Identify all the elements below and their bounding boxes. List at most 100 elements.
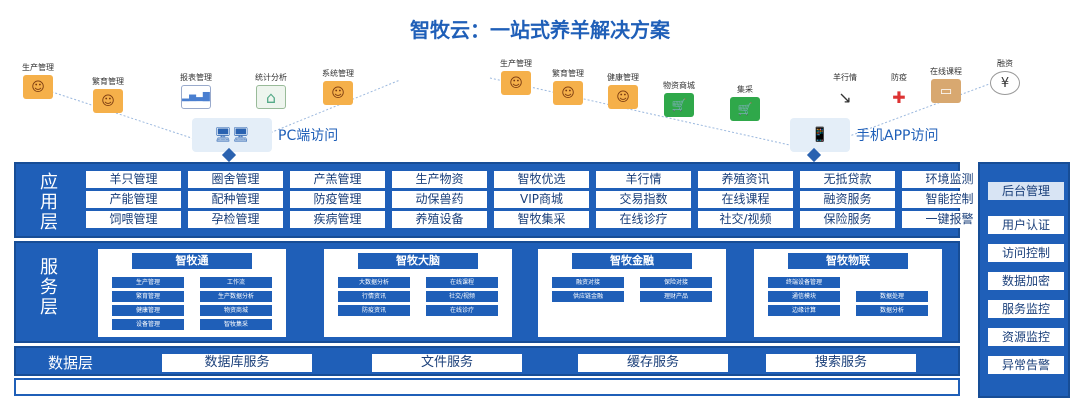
application-grid: 羊只管理圈舍管理产羔管理生产物资智牧优选羊行情养殖资讯无抵贷款环境监测产能管理配… xyxy=(86,171,997,228)
person-icon xyxy=(93,89,123,113)
cart-icon xyxy=(730,97,760,121)
app-item[interactable]: 养殖资讯 xyxy=(698,171,793,188)
app-item[interactable]: 生产物资 xyxy=(392,171,487,188)
app-item[interactable]: 产羔管理 xyxy=(290,171,385,188)
person-icon xyxy=(323,81,353,105)
top-icon-label: 统计分析 xyxy=(255,73,287,82)
computer-users-icon: 🖥🖥 xyxy=(192,118,272,152)
app-item[interactable]: 智牧集采 xyxy=(494,211,589,228)
top-icon-3[interactable]: 统计分析 xyxy=(255,72,287,109)
backend-title[interactable]: 后台管理 xyxy=(988,182,1064,200)
app-item[interactable]: 社交/视频 xyxy=(698,211,793,228)
service-item[interactable]: 数据分析 xyxy=(856,305,928,316)
backend-item[interactable]: 用户认证 xyxy=(988,216,1064,234)
app-item[interactable]: 保险服务 xyxy=(800,211,895,228)
top-right-icon-6[interactable]: 防疫 xyxy=(884,72,914,109)
top-right-icon-4[interactable]: 集采 xyxy=(730,84,760,121)
backend-item[interactable]: 访问控制 xyxy=(988,244,1064,262)
service-item[interactable]: 理财产品 xyxy=(640,291,712,302)
service-item-grid: 大数据分析 在线课程行情资讯 社交/视频防疫资讯 在线诊疗 xyxy=(338,277,498,316)
top-right-icon-1[interactable]: 繁育管理 xyxy=(552,68,584,105)
service-item[interactable]: 生产管理 xyxy=(112,277,184,288)
app-item[interactable]: 产能管理 xyxy=(86,191,181,208)
app-item[interactable]: 无抵贷款 xyxy=(800,171,895,188)
person-icon xyxy=(553,81,583,105)
data-service-item[interactable]: 数据库服务 xyxy=(162,354,312,372)
service-item[interactable]: 健康管理 xyxy=(112,305,184,316)
top-right-icon-3[interactable]: 物资商城 xyxy=(663,80,695,117)
service-item[interactable]: 在线课程 xyxy=(426,277,498,288)
app-item[interactable]: 养殖设备 xyxy=(392,211,487,228)
top-right-icon-2[interactable]: 健康管理 xyxy=(607,72,639,109)
top-icon-2[interactable]: 报表管理 xyxy=(180,72,212,109)
service-item[interactable]: 社交/视频 xyxy=(426,291,498,302)
top-icon-label: 繁育管理 xyxy=(92,77,124,86)
data-service-item[interactable]: 搜索服务 xyxy=(766,354,916,372)
top-icon-4[interactable]: 系统管理 xyxy=(322,68,354,105)
app-item[interactable]: 防疫管理 xyxy=(290,191,385,208)
service-item[interactable]: 通信模块 xyxy=(768,291,840,302)
app-item[interactable]: 饲喂管理 xyxy=(86,211,181,228)
backend-item[interactable]: 异常告警 xyxy=(988,356,1064,374)
app-access[interactable]: 📱 手机APP访问 xyxy=(790,118,938,152)
app-item[interactable]: 圈舍管理 xyxy=(188,171,283,188)
service-box-title[interactable]: 智牧物联 xyxy=(788,253,908,269)
service-box-title[interactable]: 智牧通 xyxy=(132,253,252,269)
service-item[interactable]: 融资对接 xyxy=(552,277,624,288)
person-icon xyxy=(501,71,531,95)
pc-access[interactable]: 🖥🖥 PC端访问 xyxy=(192,118,338,152)
top-right-icon-7[interactable]: 在线课程 xyxy=(930,66,962,103)
top-right-icon-5[interactable]: 羊行情 xyxy=(830,72,860,109)
service-item[interactable]: 防疫资讯 xyxy=(338,305,410,316)
service-item[interactable]: 在线诊疗 xyxy=(426,305,498,316)
app-item[interactable]: 在线诊疗 xyxy=(596,211,691,228)
service-item[interactable]: 供应链金融 xyxy=(552,291,624,302)
service-item[interactable]: 繁育管理 xyxy=(112,291,184,302)
app-item[interactable]: 羊行情 xyxy=(596,171,691,188)
service-box-title[interactable]: 智牧金融 xyxy=(572,253,692,269)
app-item[interactable]: 孕检管理 xyxy=(188,211,283,228)
service-item[interactable]: 终端设备管理 xyxy=(768,277,840,288)
app-item[interactable]: 智能控制 xyxy=(902,191,997,208)
app-item[interactable]: 羊只管理 xyxy=(86,171,181,188)
top-icon-0[interactable]: 生产管理 xyxy=(22,62,54,99)
app-item[interactable]: VIP商城 xyxy=(494,191,589,208)
service-item[interactable]: 边缘计算 xyxy=(768,305,840,316)
service-item[interactable]: 生产数据分析 xyxy=(200,291,272,302)
top-right-icon-label: 集采 xyxy=(737,85,753,94)
service-layer: 服务层 智牧通生产管理工作流繁育管理生产数据分析健康管理物资商城设备管理智牧集采… xyxy=(14,241,960,343)
app-item[interactable]: 智牧优选 xyxy=(494,171,589,188)
top-right-icon-8[interactable]: 融资 xyxy=(990,58,1020,95)
top-right-icon-label: 羊行情 xyxy=(833,73,857,82)
backend-item[interactable]: 数据加密 xyxy=(988,272,1064,290)
service-item[interactable]: 大数据分析 xyxy=(338,277,410,288)
service-item-grid: 生产管理 工作流繁育管理 生产数据分析健康管理 物资商城设备管理 智牧集采 xyxy=(112,277,272,330)
app-item[interactable]: 融资服务 xyxy=(800,191,895,208)
top-icon-label: 系统管理 xyxy=(322,69,354,78)
top-right-icon-0[interactable]: 生产管理 xyxy=(500,58,532,95)
service-item[interactable]: 设备管理 xyxy=(112,319,184,330)
top-icon-1[interactable]: 繁育管理 xyxy=(92,76,124,113)
data-layer: 数据层 数据库服务文件服务缓存服务搜索服务 xyxy=(14,346,960,376)
data-service-item[interactable]: 文件服务 xyxy=(372,354,522,372)
data-service-item[interactable]: 缓存服务 xyxy=(578,354,728,372)
service-item[interactable]: 工作流 xyxy=(200,277,272,288)
app-item[interactable]: 配种管理 xyxy=(188,191,283,208)
service-item-grid: 终端设备管理通信模块 数据处理边缘计算 数据分析 xyxy=(768,277,928,316)
service-item[interactable]: 数据处理 xyxy=(856,291,928,302)
app-item[interactable]: 环境监测 xyxy=(902,171,997,188)
service-item[interactable]: 智牧集采 xyxy=(200,319,272,330)
backend-panel: 后台管理 用户认证访问控制数据加密服务监控资源监控异常告警 xyxy=(978,162,1070,398)
backend-item[interactable]: 服务监控 xyxy=(988,300,1064,318)
backend-item[interactable]: 资源监控 xyxy=(988,328,1064,346)
service-item[interactable]: 物资商城 xyxy=(200,305,272,316)
app-item[interactable]: 动保兽药 xyxy=(392,191,487,208)
service-box-title[interactable]: 智牧大脑 xyxy=(358,253,478,269)
service-item[interactable]: 保险对接 xyxy=(640,277,712,288)
service-item[interactable]: 行情资讯 xyxy=(338,291,410,302)
app-item[interactable]: 疾病管理 xyxy=(290,211,385,228)
app-item[interactable]: 交易指数 xyxy=(596,191,691,208)
app-item[interactable]: 在线课程 xyxy=(698,191,793,208)
top-icon-label: 报表管理 xyxy=(180,73,212,82)
app-item[interactable]: 一键报警 xyxy=(902,211,997,228)
